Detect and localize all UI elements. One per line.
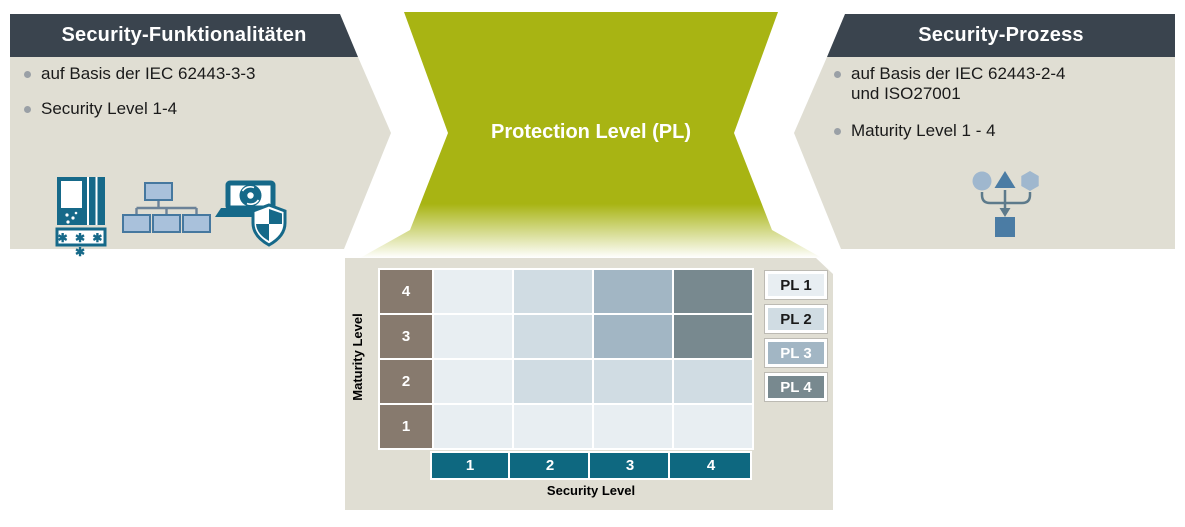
matrix-cell-m3-s2-pl2 — [514, 315, 592, 358]
matrix-cell-m4-s2-pl2 — [514, 270, 592, 313]
bullet-text: auf Basis der IEC 62443-3-3 — [41, 64, 256, 83]
matrix-cell-m2-s2-pl2 — [514, 360, 592, 403]
legend-label: PL 1 — [768, 274, 824, 296]
matrix-cell-m1-s2-pl1 — [514, 405, 592, 448]
bullet-item: auf Basis der IEC 62443-2-4 und ISO27001 — [834, 64, 1094, 104]
protection-level-title: Protection Level (PL) — [490, 120, 692, 143]
bullet-item: Security Level 1-4 — [24, 99, 344, 119]
security-col-header-3: 3 — [592, 453, 670, 478]
matrix-cell-m1-s1-pl1 — [434, 405, 512, 448]
bullet-text: Security Level 1-4 — [41, 99, 178, 118]
security-axis-label: Security Level — [546, 483, 636, 498]
left-panel-body — [10, 57, 391, 249]
matrix-cell-m2-s1-pl1 — [434, 360, 512, 403]
legend-item-pl3: PL 3 — [765, 339, 827, 367]
matrix-cell-m2-s3-pl2 — [594, 360, 672, 403]
network-topology-icon — [122, 182, 211, 233]
legend-label: PL 3 — [768, 342, 824, 364]
maturity-row-header-2: 2 — [380, 360, 432, 403]
password-stars: ✱ ✱ ✱ ✱ — [57, 231, 105, 259]
legend-item-pl4: PL 4 — [765, 373, 827, 401]
laptop-disc-shield-icon — [215, 180, 287, 247]
bullet-dot-icon — [24, 106, 31, 113]
legend-label: PL 2 — [768, 308, 824, 330]
right-panel-title: Security-Prozess — [918, 24, 1084, 46]
right-panel-bullets: auf Basis der IEC 62443-2-4 und ISO27001… — [834, 64, 1094, 141]
matrix-cell-m3-s3-pl3 — [594, 315, 672, 358]
bullet-dot-icon — [834, 71, 841, 78]
right-panel-body — [794, 57, 1175, 249]
matrix-cell-m2-s4-pl2 — [674, 360, 752, 403]
left-panel-header-bar — [10, 14, 358, 57]
left-panel-bullets: auf Basis der IEC 62443-3-3 Security Lev… — [24, 64, 344, 119]
bullet-item: Maturity Level 1 - 4 — [834, 121, 1094, 141]
legend-label: PL 4 — [768, 376, 824, 398]
protection-level-shape — [360, 12, 822, 258]
protection-level-legend: PL 1 PL 2 PL 3 PL 4 — [765, 271, 827, 401]
plc-password-icon — [55, 177, 107, 247]
bullet-item: auf Basis der IEC 62443-3-3 — [24, 64, 344, 84]
matrix-cell-m1-s3-pl1 — [594, 405, 672, 448]
matrix-cell-m1-s4-pl1 — [674, 405, 752, 448]
bullet-text: Maturity Level 1 - 4 — [851, 121, 996, 140]
matrix-cell-m4-s1-pl1 — [434, 270, 512, 313]
left-panel-title: Security-Funktionalitäten — [61, 24, 307, 46]
bullet-text: auf Basis der IEC 62443-2-4 und ISO27001 — [851, 64, 1066, 103]
security-col-header-4: 4 — [672, 453, 750, 478]
maturity-row-header-3: 3 — [380, 315, 432, 358]
maturity-row-header-4: 4 — [380, 270, 432, 313]
matrix-cell-m3-s1-pl1 — [434, 315, 512, 358]
maturity-row-header-1: 1 — [380, 405, 432, 448]
right-panel-header-bar — [827, 14, 1175, 57]
legend-item-pl2: PL 2 — [765, 305, 827, 333]
matrix-cell-m3-s4-pl4 — [674, 315, 752, 358]
security-col-header-2: 2 — [512, 453, 590, 478]
matrix-cell-m4-s4-pl4 — [674, 270, 752, 313]
convergence-icon — [972, 171, 1039, 237]
security-col-header-1: 1 — [432, 453, 510, 478]
bullet-dot-icon — [24, 71, 31, 78]
matrix-cell-m4-s3-pl3 — [594, 270, 672, 313]
bullet-dot-icon — [834, 128, 841, 135]
legend-item-pl1: PL 1 — [765, 271, 827, 299]
